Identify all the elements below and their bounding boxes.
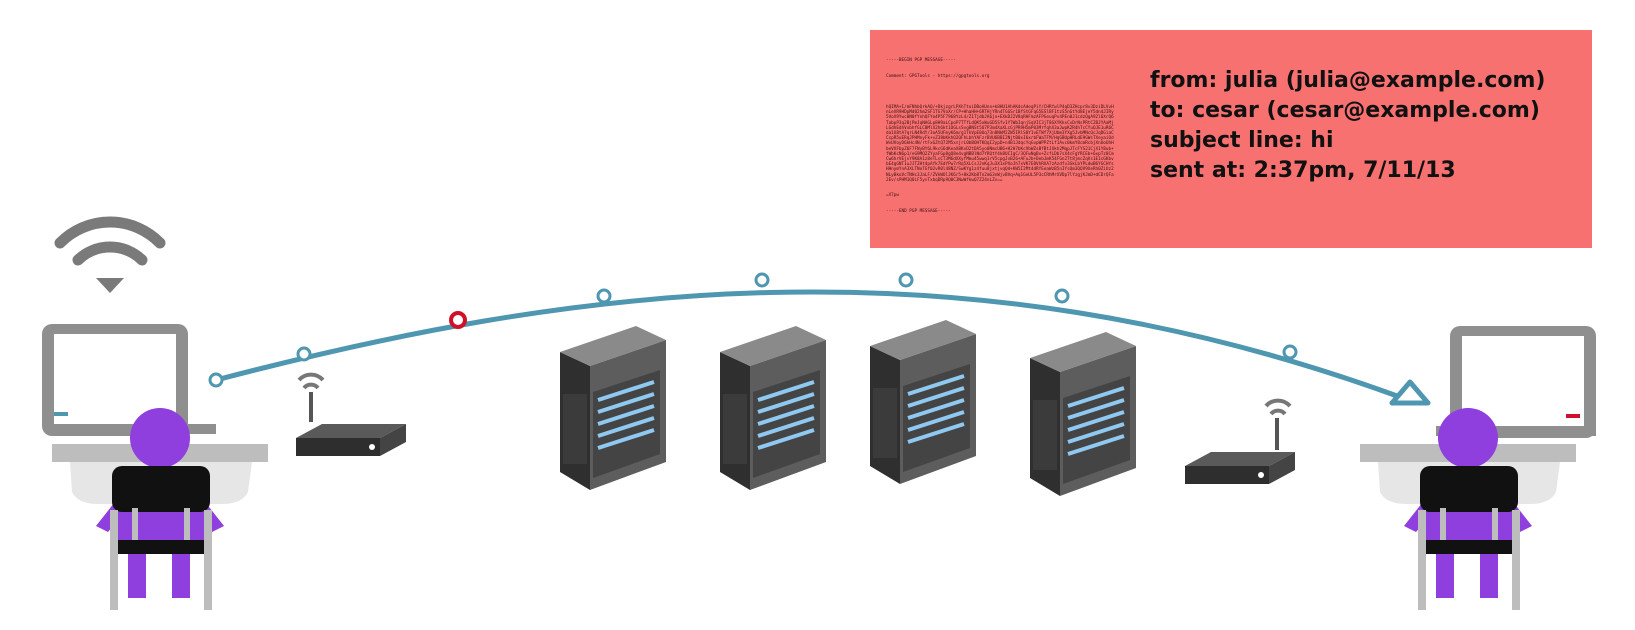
person-icon xyxy=(1360,408,1576,610)
sent-line: sent at: 2:37pm, 7/11/13 xyxy=(1150,158,1456,183)
person-icon xyxy=(52,408,268,610)
server-icon xyxy=(558,324,668,492)
pgp-header: -----BEGIN PGP MESSAGE----- xyxy=(886,58,956,64)
laptop-icon xyxy=(42,324,216,436)
message-path xyxy=(215,289,1409,403)
pgp-comment: Comment: GPGTools - https://gpgtools.org xyxy=(886,74,990,80)
pgp-body: hQIMA+I/mFNhbQrkAQ/+DkjzgrLPXhTtoiDBoAUn… xyxy=(886,105,1114,183)
arrow-icon xyxy=(1389,379,1431,406)
intercept-node xyxy=(449,311,467,329)
laptop-icon xyxy=(1436,326,1596,438)
pgp-footer: -----END PGP MESSAGE----- xyxy=(886,209,951,215)
server-icon xyxy=(718,324,828,492)
router-icon xyxy=(1185,398,1295,484)
router-icon xyxy=(296,372,406,456)
subject-line: subject line: hi xyxy=(1150,128,1334,153)
server-icon xyxy=(1028,330,1138,498)
server-icon xyxy=(868,318,978,486)
pgp-message: -----BEGIN PGP MESSAGE----- Comment: GPG… xyxy=(886,48,1114,225)
message-metadata: from: julia (julia@example.com) to: cesa… xyxy=(1150,66,1545,186)
to-line: to: cesar (cesar@example.com) xyxy=(1150,98,1540,123)
pgp-tail: =X7pw xyxy=(886,193,899,199)
from-line: from: julia (julia@example.com) xyxy=(1150,68,1546,93)
wifi-icon xyxy=(54,216,166,293)
message-box: -----BEGIN PGP MESSAGE----- Comment: GPG… xyxy=(870,30,1592,248)
path-node xyxy=(208,272,1298,388)
